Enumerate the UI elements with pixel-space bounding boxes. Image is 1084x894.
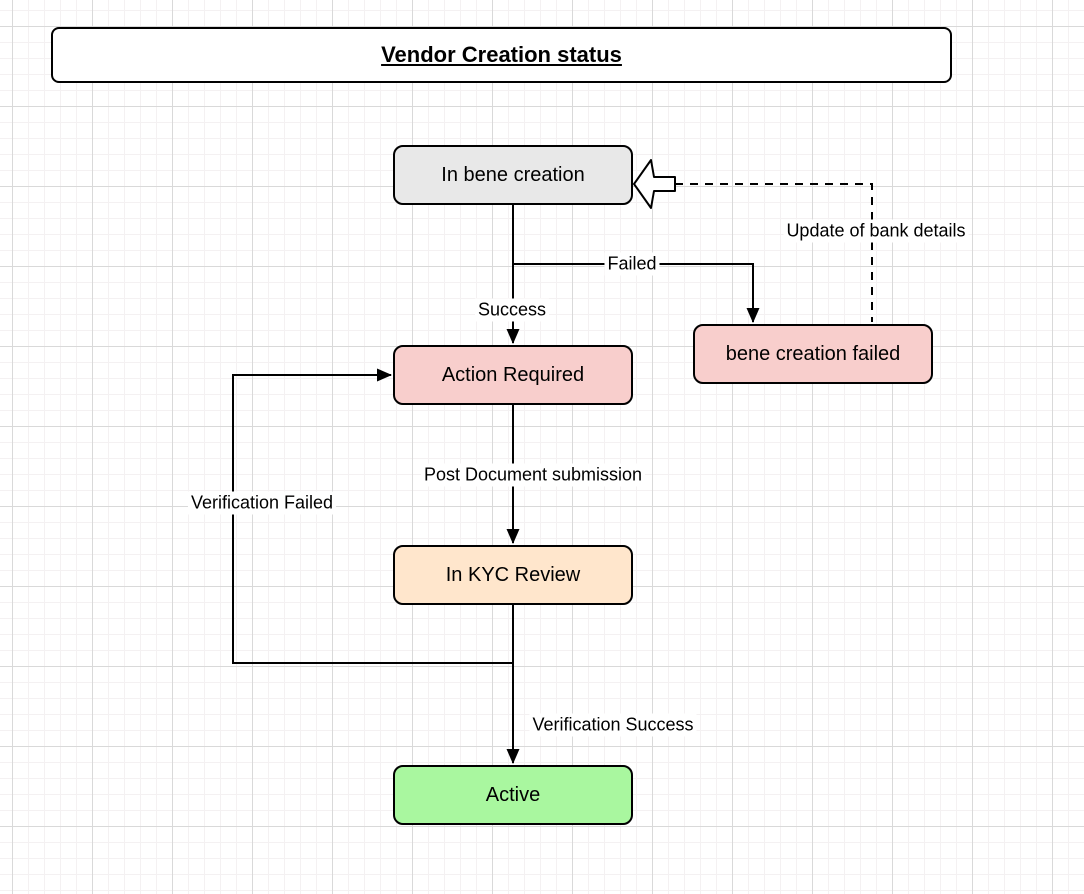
node-action-required[interactable]: Action Required bbox=[393, 345, 633, 405]
connector-verification-failed[interactable] bbox=[232, 368, 513, 664]
block-arrow-icon[interactable] bbox=[633, 159, 676, 209]
edge-label-failed[interactable]: Failed bbox=[604, 252, 660, 276]
edge-label-post-document-submission[interactable]: Post Document submission bbox=[420, 463, 646, 487]
node-in-bene-creation[interactable]: In bene creation bbox=[393, 145, 633, 205]
node-label: In bene creation bbox=[441, 163, 585, 186]
node-in-kyc-review[interactable]: In KYC Review bbox=[393, 545, 633, 605]
connector-update-bank-details[interactable] bbox=[675, 183, 873, 322]
node-active[interactable]: Active bbox=[393, 765, 633, 825]
edge-label-update-of-bank-details[interactable]: Update of bank details bbox=[783, 219, 969, 243]
node-label: bene creation failed bbox=[725, 342, 901, 365]
diagram-title-label: Vendor Creation status bbox=[381, 42, 622, 67]
node-bene-creation-failed[interactable]: bene creation failed bbox=[693, 324, 933, 384]
connector-failed[interactable] bbox=[513, 263, 760, 323]
node-label: Active bbox=[485, 783, 541, 806]
edge-label-verification-failed[interactable]: Verification Failed bbox=[187, 491, 337, 515]
edge-label-success[interactable]: Success bbox=[474, 298, 550, 322]
edge-label-verification-success[interactable]: Verification Success bbox=[529, 713, 697, 737]
diagram-title[interactable]: Vendor Creation status bbox=[51, 27, 952, 83]
node-label: Action Required bbox=[441, 363, 585, 386]
node-label: In KYC Review bbox=[445, 563, 581, 586]
